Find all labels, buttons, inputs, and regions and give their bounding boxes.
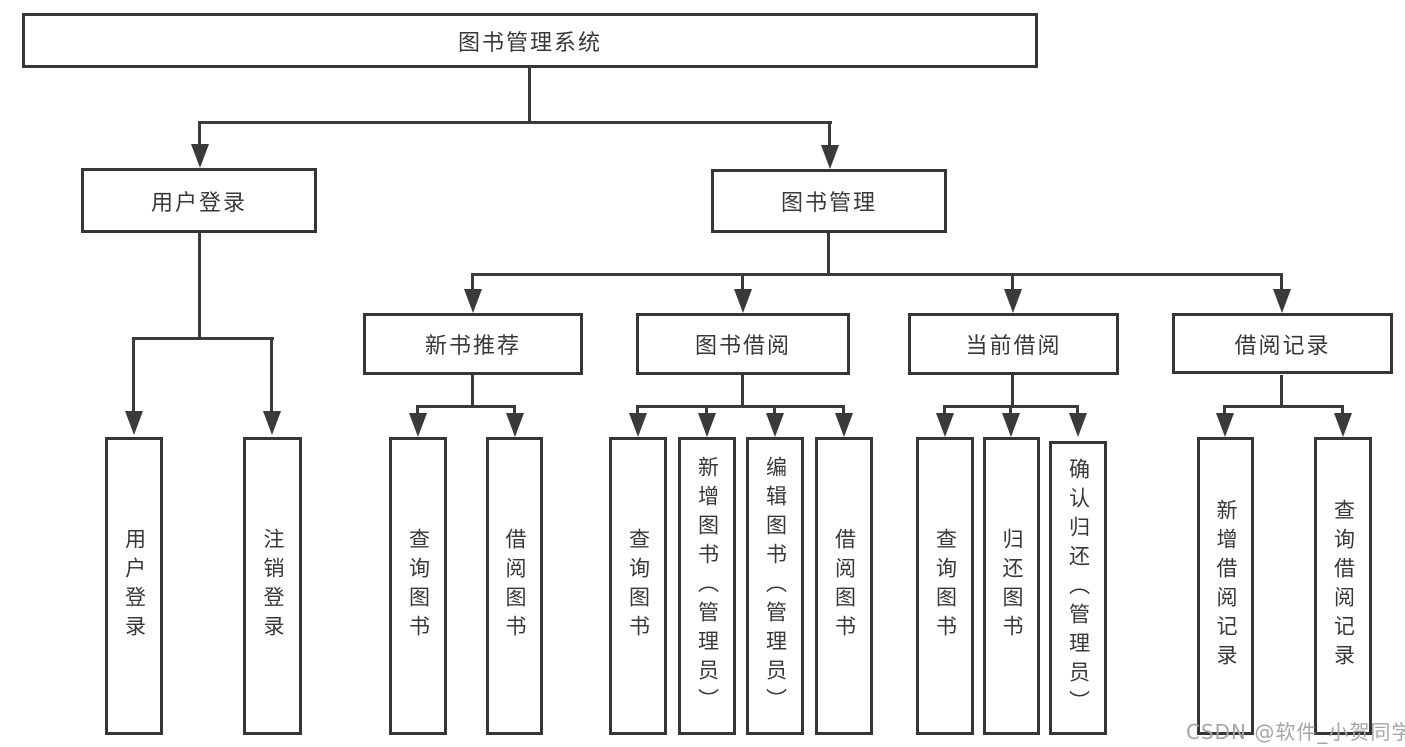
arrow-nb-borrow: [506, 413, 524, 437]
arrow-cb-confirm: [1069, 413, 1087, 437]
leaf-label: 确认归还（管理员）: [1066, 457, 1091, 719]
connector-drop-br-add: [1223, 405, 1226, 417]
arrow-bb-add: [698, 413, 716, 437]
connector-drop-new-book: [471, 273, 474, 293]
connector-drop-br-query: [1341, 405, 1344, 417]
leaf-br-query-record: 查询借阅记录: [1314, 437, 1372, 735]
connector-new-book-drop: [471, 375, 474, 408]
node-label: 借阅记录: [1234, 333, 1331, 359]
arrow-book-mgmt: [821, 145, 839, 169]
leaf-logout: 注销登录: [243, 437, 302, 735]
connector-drop-borrow-records: [1280, 273, 1283, 293]
node-library-management-system: 图书管理系统: [22, 13, 1038, 68]
connector-drop-bb-edit: [773, 405, 776, 417]
connector-level2-bar: [198, 121, 832, 124]
connector-drop-bb-borrow: [842, 405, 845, 417]
connector-drop-nb-query: [416, 405, 419, 417]
connector-user-login-bar: [132, 337, 274, 340]
node-label: 图书借阅: [694, 334, 791, 359]
leaf-user-login: 用户登录: [105, 437, 163, 735]
leaf-label: 借阅图书: [503, 528, 527, 644]
leaf-label: 查询图书: [933, 528, 958, 644]
leaf-label: 查询图书: [626, 528, 651, 644]
csdn-watermark: CSDN @软件_小贺同学: [1186, 720, 1405, 744]
node-current-borrowing: 当前借阅: [908, 313, 1119, 375]
leaf-label: 借阅图书: [832, 528, 857, 644]
leaf-label: 查询借阅记录: [1331, 499, 1356, 673]
connector-drop-cb-query: [943, 405, 946, 417]
connector-borrow-records-drop: [1280, 375, 1283, 408]
connector-book-borrow-drop: [741, 375, 744, 408]
connector-drop-book-mgmt: [828, 121, 831, 147]
connector-drop-user-login: [198, 121, 201, 147]
connector-borrow-records-bar: [1223, 405, 1344, 408]
connector-drop-bb-add: [705, 405, 708, 417]
arrow-borrow-records: [1273, 289, 1291, 313]
node-label: 新书推荐: [424, 334, 521, 359]
arrow-bb-edit: [766, 413, 784, 437]
leaf-cb-query-books: 查询图书: [916, 437, 974, 735]
leaf-label: 新增图书（管理员）: [695, 455, 720, 717]
node-label: 图书管理系统: [457, 30, 602, 56]
node-book-management: 图书管理: [711, 169, 947, 233]
connector-drop-cb-confirm: [1076, 405, 1079, 417]
connector-book-borrow-bar: [636, 405, 845, 408]
connector-current-borrow-drop: [1011, 375, 1014, 408]
node-label: 当前借阅: [965, 334, 1062, 359]
connector-book-mgmt-drop: [827, 233, 830, 276]
connector-new-book-bar: [416, 405, 516, 408]
arrow-cb-return: [1002, 413, 1020, 437]
arrow-br-query: [1334, 413, 1352, 437]
leaf-bb-query-books: 查询图书: [609, 437, 667, 735]
arrow-cb-query: [936, 413, 954, 437]
node-new-book-recommend: 新书推荐: [363, 313, 583, 375]
node-label: 图书管理: [780, 191, 877, 216]
connector-drop-cb-return: [1009, 405, 1012, 417]
leaf-label: 新增借阅记录: [1214, 499, 1238, 673]
leaf-bb-edit-books-admin: 编辑图书（管理员）: [746, 437, 804, 735]
connector-user-login-drop: [198, 233, 201, 340]
connector-drop-bb-query: [636, 405, 639, 417]
connector-level3-bar: [471, 273, 1283, 276]
node-book-borrowing: 图书借阅: [636, 313, 850, 375]
arrow-bb-query: [629, 413, 647, 437]
leaf-label: 注销登录: [261, 528, 285, 644]
leaf-bb-borrow-books: 借阅图书: [815, 437, 873, 735]
leaf-cb-confirm-return-admin: 确认归还（管理员）: [1049, 441, 1107, 735]
arrow-current-borrow: [1004, 289, 1022, 313]
arrow-leaf-login: [125, 411, 143, 435]
arrow-leaf-logout: [263, 411, 281, 435]
arrow-bb-borrow: [835, 413, 853, 437]
leaf-bb-add-books-admin: 新增图书（管理员）: [678, 437, 736, 735]
leaf-cb-return-books: 归还图书: [983, 437, 1040, 735]
arrow-new-book: [464, 289, 482, 313]
connector-drop-leaf-logout: [270, 337, 273, 413]
node-label: 用户登录: [150, 190, 247, 216]
leaf-label: 用户登录: [122, 528, 147, 644]
arrow-nb-query: [409, 413, 427, 437]
leaf-nb-query-books: 查询图书: [389, 437, 447, 735]
arrow-user-login: [191, 144, 209, 168]
node-borrowing-records: 借阅记录: [1172, 313, 1393, 374]
connector-drop-book-borrow: [741, 273, 744, 293]
leaf-label: 归还图书: [1000, 528, 1024, 644]
leaf-label: 编辑图书（管理员）: [763, 455, 788, 717]
leaf-br-add-record: 新增借阅记录: [1197, 437, 1254, 735]
connector-drop-current-borrow: [1011, 273, 1014, 293]
connector-drop-leaf-login: [132, 337, 135, 413]
leaf-nb-borrow-books: 借阅图书: [486, 437, 543, 735]
connector-root-drop: [528, 68, 531, 123]
connector-drop-nb-borrow: [513, 405, 516, 417]
node-user-login: 用户登录: [81, 168, 317, 233]
arrow-br-add: [1216, 413, 1234, 437]
leaf-label: 查询图书: [406, 528, 431, 644]
arrow-book-borrow: [734, 289, 752, 313]
